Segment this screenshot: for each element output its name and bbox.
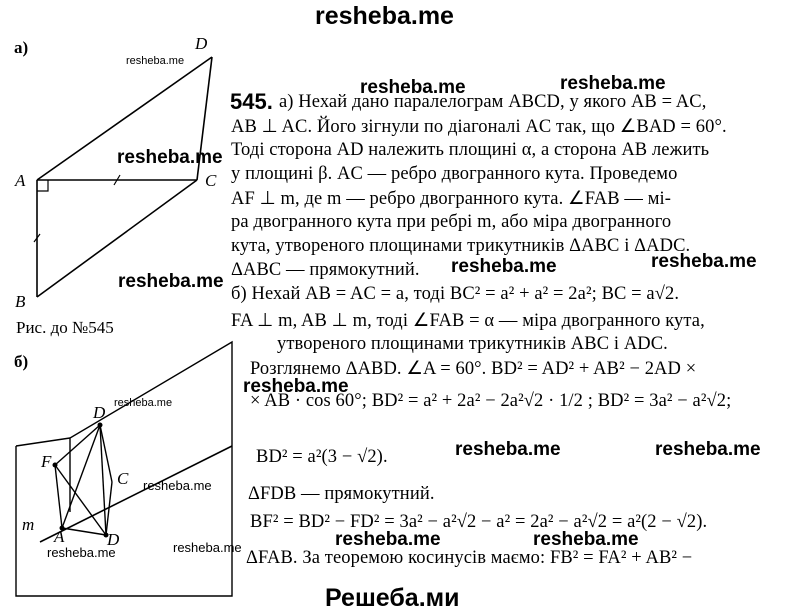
watermark: resheba.me bbox=[114, 397, 173, 409]
point-label-d-lower: D bbox=[107, 530, 120, 549]
segment-BC bbox=[36, 179, 198, 298]
watermark: resheba.me bbox=[117, 147, 223, 168]
figure-a-label: а) bbox=[14, 38, 29, 57]
segment-DA bbox=[61, 424, 101, 529]
watermark: resheba.me bbox=[126, 55, 185, 67]
point-label-a-b: A bbox=[54, 527, 65, 546]
text-line: б) Нехай AB = AC = a, тоді BC² = a² + a²… bbox=[231, 284, 680, 304]
point-label-c-b: C bbox=[117, 469, 129, 488]
text-line: ΔABC — прямокутний. bbox=[231, 260, 420, 280]
text-line: а) Нехай дано паралелограм ABCD, у якого… bbox=[279, 92, 707, 112]
segment-FA bbox=[54, 464, 63, 529]
text-line: AB ⊥ AC. Його зігнули по діагоналі AC та… bbox=[231, 117, 727, 137]
text-line: Тоді сторона AD належить площині α, а ст… bbox=[231, 140, 710, 160]
text-line: ΔFAB. За теоремою косинусів маємо: FB² =… bbox=[246, 548, 693, 568]
problem-number: 545. bbox=[230, 89, 273, 114]
point-label-a: A bbox=[15, 171, 26, 190]
horizontal-plane-edges bbox=[15, 446, 233, 597]
text-line: FA ⊥ m, AB ⊥ m, тоді ∠FAB = α — міра дво… bbox=[231, 311, 705, 331]
watermark: resheba.me bbox=[651, 251, 757, 272]
edge-m bbox=[39, 445, 233, 543]
watermark: resheba.me bbox=[173, 540, 242, 555]
right-angle-mark bbox=[37, 180, 49, 192]
text-line: у площині β. AC — ребро двогранного кута… bbox=[231, 164, 678, 184]
watermark: resheba.me bbox=[118, 271, 224, 292]
segment-AD bbox=[36, 56, 213, 181]
point-label-d-upper: D bbox=[93, 403, 106, 422]
watermark-bottom: Решеба.ми bbox=[325, 584, 460, 612]
point-label-d: D bbox=[195, 34, 208, 53]
segment-DD2 bbox=[99, 424, 107, 536]
text-line: BD² = a²(3 − √2). bbox=[256, 447, 388, 467]
point-label-b: B bbox=[15, 292, 26, 311]
text-line: × AB · cos 60°; BD² = a² + 2a² − 2a²√2 ·… bbox=[250, 391, 732, 411]
text-line: BF² = BD² − FD² = 3a² − a²√2 − a² = 2a² … bbox=[250, 512, 708, 532]
watermark: resheba.me bbox=[143, 478, 212, 493]
watermark: resheba.me bbox=[560, 73, 666, 94]
text-line: Розглянемо ΔABD. ∠A = 60°. BD² = AD² + A… bbox=[250, 359, 697, 379]
watermark: resheba.me bbox=[533, 529, 639, 550]
tick-mark-ac bbox=[113, 174, 121, 186]
watermark: resheba.me bbox=[335, 529, 441, 550]
watermark: resheba.me bbox=[360, 77, 466, 98]
watermark: resheba.me bbox=[451, 256, 557, 277]
watermark: resheba.me bbox=[47, 545, 116, 560]
figure-b-label: б) bbox=[14, 352, 29, 371]
text-line: AF ⊥ m, де m — ребро двогранного кута. ∠… bbox=[231, 189, 672, 209]
watermark: resheba.me bbox=[243, 376, 349, 397]
text-line: ΔFDB — прямокутний. bbox=[248, 484, 435, 504]
segment-DC bbox=[99, 424, 113, 483]
figure-caption: Рис. до №545 bbox=[16, 318, 114, 337]
watermark-top: resheba.me bbox=[315, 2, 454, 30]
segment-AD2 bbox=[61, 527, 107, 536]
vertical-plane bbox=[69, 340, 233, 512]
text-line: утвореного площинами трикутників ABC і A… bbox=[277, 334, 668, 354]
watermark: resheba.me bbox=[655, 439, 761, 460]
segment-FD2 bbox=[54, 464, 107, 536]
horizontal-plane-back-left bbox=[15, 437, 71, 447]
text-line: ра двогранного кута при ребрі m, або мір… bbox=[231, 212, 672, 232]
point-label-c: C bbox=[205, 171, 217, 190]
segment-FD bbox=[54, 424, 101, 466]
segment-D2C bbox=[105, 481, 113, 536]
tick-mark-ab bbox=[33, 233, 41, 243]
segment-DC bbox=[196, 56, 213, 181]
text-line: кута, утвореного площинами трикутників Δ… bbox=[231, 236, 691, 256]
edge-label-m: m bbox=[22, 515, 35, 534]
watermark: resheba.me bbox=[455, 439, 561, 460]
point-label-f: F bbox=[41, 452, 52, 471]
